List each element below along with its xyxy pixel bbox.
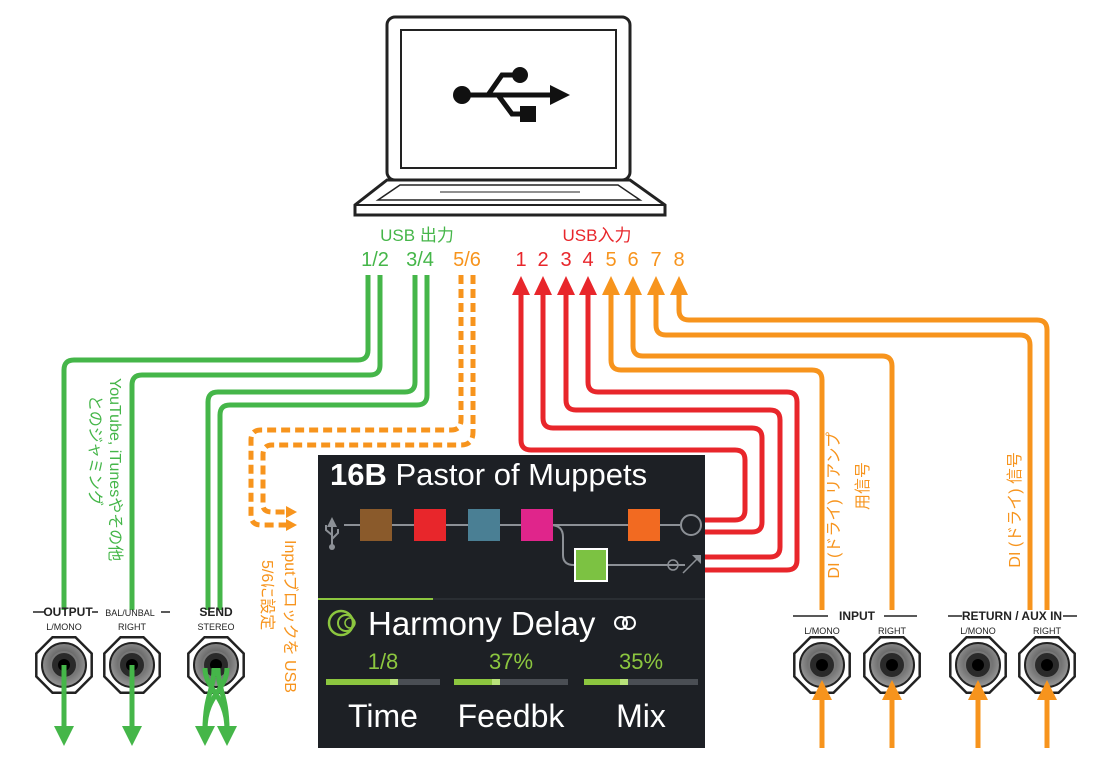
usb-icon — [325, 517, 339, 550]
input-right-label: RIGHT — [878, 626, 907, 636]
usb-out-ch-56: 5/6 — [453, 249, 481, 271]
usb-out-34-lines — [205, 275, 430, 610]
param-time-slider[interactable] — [326, 679, 440, 685]
note-streaming-line2: とのジャミング — [86, 395, 104, 506]
send-sub: STEREO — [197, 622, 234, 632]
param-mix-slider[interactable] — [584, 679, 698, 685]
return-left-label: L/MONO — [960, 626, 996, 636]
signal-block[interactable] — [414, 509, 446, 541]
note-di-reamp-line1: DI (ドライ) リアンプ — [825, 432, 843, 578]
return-right-label: RIGHT — [1033, 626, 1062, 636]
usb-in-5-8-lines — [608, 285, 1050, 610]
usb-out-56-dashed-lines — [248, 275, 476, 528]
param-time-value: 1/8 — [367, 649, 399, 674]
usb-in-5-8-arrows — [602, 276, 688, 295]
output-endpoint — [667, 559, 679, 571]
jack-icon — [103, 636, 161, 694]
param-feedback-label: Feedbk — [457, 698, 565, 734]
param-mix-value: 35% — [618, 649, 664, 674]
send-title: SEND — [199, 605, 233, 619]
usb-in-ch-6: 6 — [627, 249, 638, 271]
param-feedback-value: 37% — [488, 649, 534, 674]
jack-arrows — [54, 665, 1057, 748]
signal-block[interactable] — [574, 548, 608, 582]
usb-out-ch-12: 1/2 — [361, 249, 389, 271]
note-input-usb-line1: Inputブロックを USB — [281, 540, 300, 693]
signal-block[interactable] — [521, 509, 553, 541]
param-mix-label: Mix — [616, 698, 666, 734]
return-title: RETURN / AUX IN — [962, 609, 1062, 623]
output-title: OUTPUT — [43, 605, 93, 619]
usb-out-ch-34: 3/4 — [406, 249, 434, 271]
signal-block[interactable] — [628, 509, 660, 541]
usb-in-ch-2: 2 — [537, 249, 548, 271]
usb-in-title: USB入力 — [563, 226, 632, 245]
divider — [318, 598, 705, 600]
laptop-icon — [353, 15, 667, 217]
input-left-label: L/MONO — [804, 626, 840, 636]
param-time-label: Time — [348, 698, 418, 734]
output-right-label: RIGHT — [118, 622, 147, 632]
output-jack-labels: OUTPUT BAL/UNBAL L/MONO RIGHT SEND STERE… — [33, 605, 1077, 636]
jack-icon — [1018, 636, 1076, 694]
preset-screen: 16B Pastor of Muppets Harmony Delay 1/8 … — [318, 455, 705, 748]
usb-out-title: USB 出力 — [380, 226, 454, 245]
usb-in-ch-3: 3 — [560, 249, 571, 271]
preset-number: 16B — [330, 457, 387, 492]
note-streaming-line1: YouTube, iTunesやその他 — [106, 378, 124, 561]
signal-block[interactable] — [360, 509, 392, 541]
signal-chain — [325, 509, 702, 582]
note-di-reamp-line2: 用信号 — [854, 462, 872, 510]
signal-block[interactable] — [468, 509, 500, 541]
param-feedback-slider[interactable] — [454, 679, 568, 685]
stereo-link-icon — [614, 616, 636, 630]
usb-in-ch-1: 1 — [515, 249, 526, 271]
preset-name: Pastor of Muppets — [395, 457, 648, 492]
input-title: INPUT — [839, 609, 876, 623]
usb-in-ch-7: 7 — [650, 249, 661, 271]
usb-in-1-4-lines — [518, 285, 800, 573]
usb-icon — [453, 67, 570, 122]
divider-highlight — [318, 598, 433, 600]
usb-in-1-4-arrows — [512, 276, 597, 295]
note-input-usb-line2: 5/6に設定 — [258, 560, 276, 630]
harmony-delay-icon — [327, 609, 356, 637]
jack-icon — [187, 636, 245, 694]
arrow-icon — [286, 506, 297, 518]
usb-in-ch-8: 8 — [673, 249, 684, 271]
usb-in-ch-5: 5 — [605, 249, 616, 271]
note-di-signal: DI (ドライ) 信号 — [1006, 452, 1024, 568]
preset-header: 16B Pastor of Muppets — [330, 457, 647, 493]
usb-out-12-lines — [61, 275, 383, 610]
jack-icon — [793, 636, 851, 694]
output-endpoint — [680, 514, 702, 536]
output-left-label: L/MONO — [46, 622, 82, 632]
arrow-icon — [286, 519, 297, 531]
block-name: Harmony Delay — [368, 605, 596, 642]
output-bal-label: BAL/UNBAL — [105, 608, 155, 618]
usb-in-ch-4: 4 — [582, 249, 593, 271]
